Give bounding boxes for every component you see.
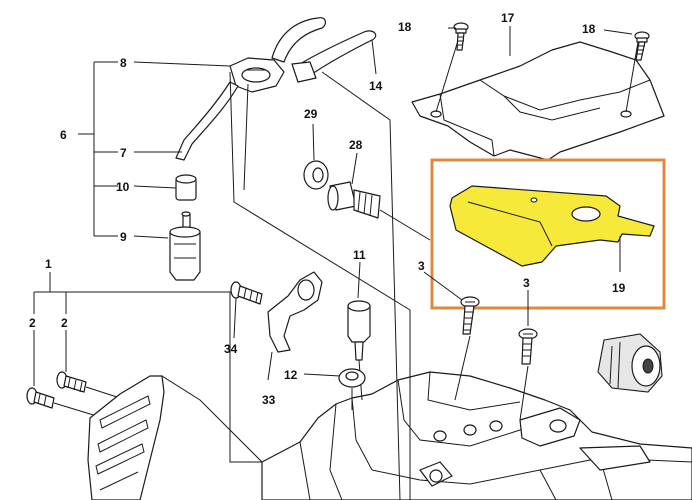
fuel-line-assembly bbox=[169, 17, 411, 500]
plug-part-11 bbox=[347, 261, 371, 401]
plate-part-19 bbox=[449, 185, 655, 267]
label-19: 19 bbox=[612, 281, 626, 295]
label-3b: 3 bbox=[523, 276, 530, 290]
label-14: 14 bbox=[369, 79, 383, 93]
label-7: 7 bbox=[120, 146, 127, 160]
label-9: 9 bbox=[120, 230, 127, 244]
label-28: 28 bbox=[349, 138, 363, 152]
screw-part-18-left bbox=[435, 22, 469, 113]
label-34: 34 bbox=[224, 342, 238, 356]
screw-part-34 bbox=[230, 281, 263, 339]
leader-18b bbox=[603, 29, 633, 35]
leader-14 bbox=[371, 39, 377, 75]
bolt-part-28 bbox=[327, 152, 431, 241]
label-33: 33 bbox=[262, 393, 276, 407]
cover-part-17 bbox=[411, 41, 665, 161]
washer-part-29 bbox=[303, 123, 329, 190]
highlight-box bbox=[430, 158, 666, 310]
label-3a: 3 bbox=[418, 259, 425, 273]
side-cover bbox=[87, 375, 263, 500]
label-17: 17 bbox=[501, 11, 515, 25]
group-bracket-1 bbox=[33, 272, 262, 463]
label-8: 8 bbox=[120, 56, 127, 70]
main-housing bbox=[261, 371, 692, 500]
screw-part-2-right bbox=[56, 371, 121, 399]
highlight-part-19 bbox=[430, 158, 666, 310]
label-29: 29 bbox=[304, 107, 318, 121]
bracket-part-33 bbox=[267, 271, 323, 381]
grommet bbox=[597, 333, 663, 393]
label-12: 12 bbox=[284, 368, 298, 382]
label-2b: 2 bbox=[61, 316, 68, 330]
group-bracket-6 bbox=[78, 61, 231, 239]
part-labels: 1 2 2 3 3 6 7 8 9 10 11 12 14 17 18 18 1… bbox=[29, 11, 626, 407]
screw-part-18-right bbox=[625, 31, 650, 113]
label-1: 1 bbox=[45, 257, 52, 271]
label-11: 11 bbox=[353, 248, 366, 262]
label-10: 10 bbox=[116, 180, 130, 194]
label-2a: 2 bbox=[29, 316, 36, 330]
screw-part-3-left bbox=[454, 296, 480, 401]
label-6: 6 bbox=[60, 128, 67, 142]
screw-part-3-right bbox=[518, 328, 538, 421]
label-18a: 18 bbox=[398, 20, 412, 34]
screw-part-2-left bbox=[26, 387, 111, 421]
leader-3a bbox=[423, 271, 463, 301]
label-18b: 18 bbox=[582, 22, 596, 36]
grommet-part-12 bbox=[303, 368, 366, 410]
